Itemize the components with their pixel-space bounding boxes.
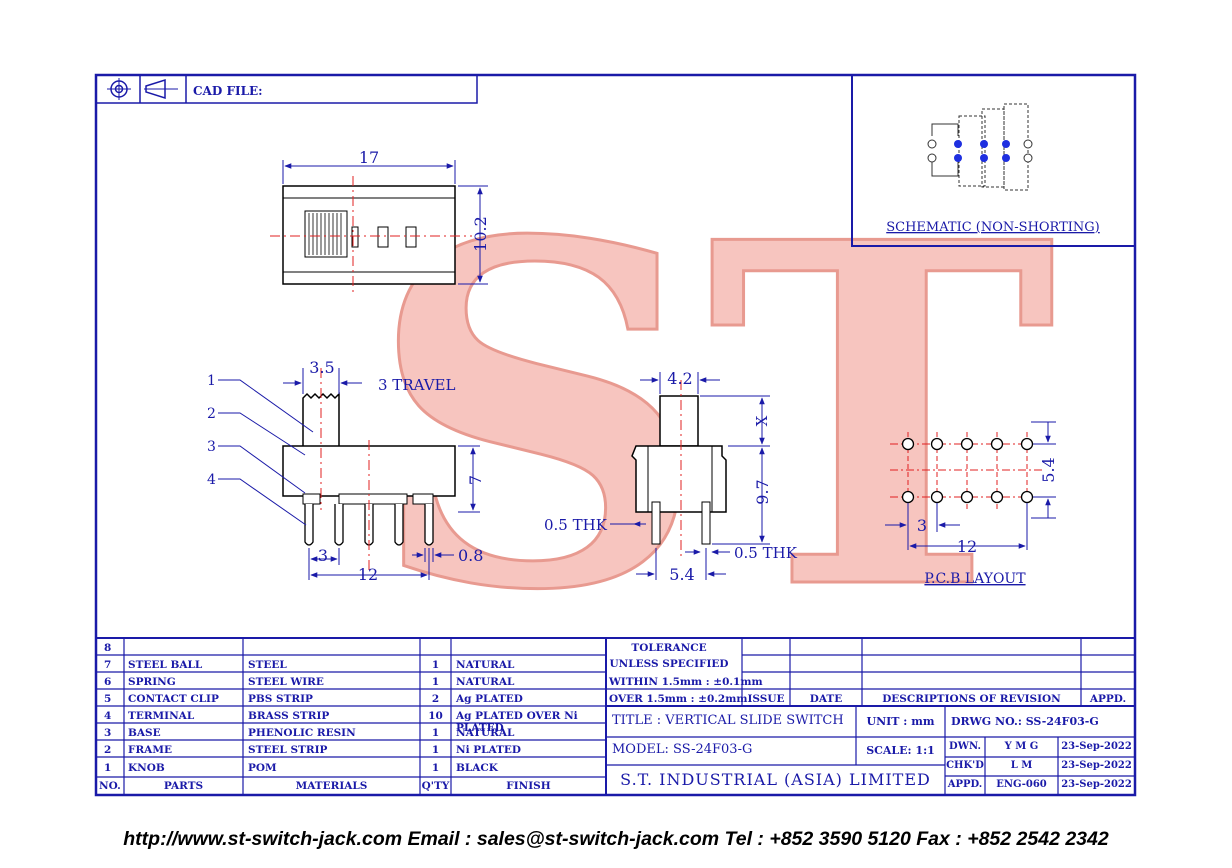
top-view-width-dim: 10.2	[471, 216, 490, 252]
callout-2: 2	[207, 406, 216, 422]
callout-4: 4	[207, 472, 216, 488]
side-height-dim: 7	[466, 475, 485, 485]
sheet-border	[94, 73, 1137, 797]
top-view	[270, 160, 488, 294]
pcb-span-dim: 12	[957, 537, 977, 556]
cad-file-label: CAD FILE:	[193, 84, 263, 98]
contact-footer: http://www.st-switch-jack.com Email : sa…	[123, 828, 1109, 850]
side-span-dim: 12	[358, 565, 378, 584]
end-x-dim: X	[753, 415, 771, 426]
callout-3: 3	[207, 439, 216, 455]
side-pin-dim: 0.8	[458, 546, 483, 565]
end-thk-left: 0.5 THK	[544, 516, 608, 534]
end-knob-dim: 4.2	[667, 369, 692, 388]
pcb-pitch-dim: 3	[917, 516, 927, 535]
side-pitch-dim: 3	[318, 546, 328, 565]
end-thk-right: 0.5 THK	[734, 544, 798, 562]
parts-table	[96, 637, 1135, 795]
callout-1: 1	[207, 373, 216, 389]
schematic-title: SCHEMATIC (NON-SHORTING)	[886, 220, 1100, 235]
end-base-dim: 5.4	[669, 565, 694, 584]
side-view	[218, 368, 480, 580]
pcb-row-dim: 5.4	[1039, 457, 1058, 482]
end-total-dim: 9.7	[753, 479, 772, 504]
cad-header	[95, 74, 478, 104]
side-travel-dim: 3 TRAVEL	[378, 376, 455, 394]
end-view	[610, 372, 770, 580]
side-knob-dim: 3.5	[309, 358, 334, 377]
pcb-layout	[885, 421, 1056, 550]
projection-icon	[107, 78, 178, 100]
schematic-panel: SCHEMATIC (NON-SHORTING)	[851, 74, 1136, 247]
pcb-title: P.C.B LAYOUT	[924, 571, 1026, 587]
top-view-length-dim: 17	[359, 148, 379, 167]
schematic-contacts	[927, 139, 1033, 163]
